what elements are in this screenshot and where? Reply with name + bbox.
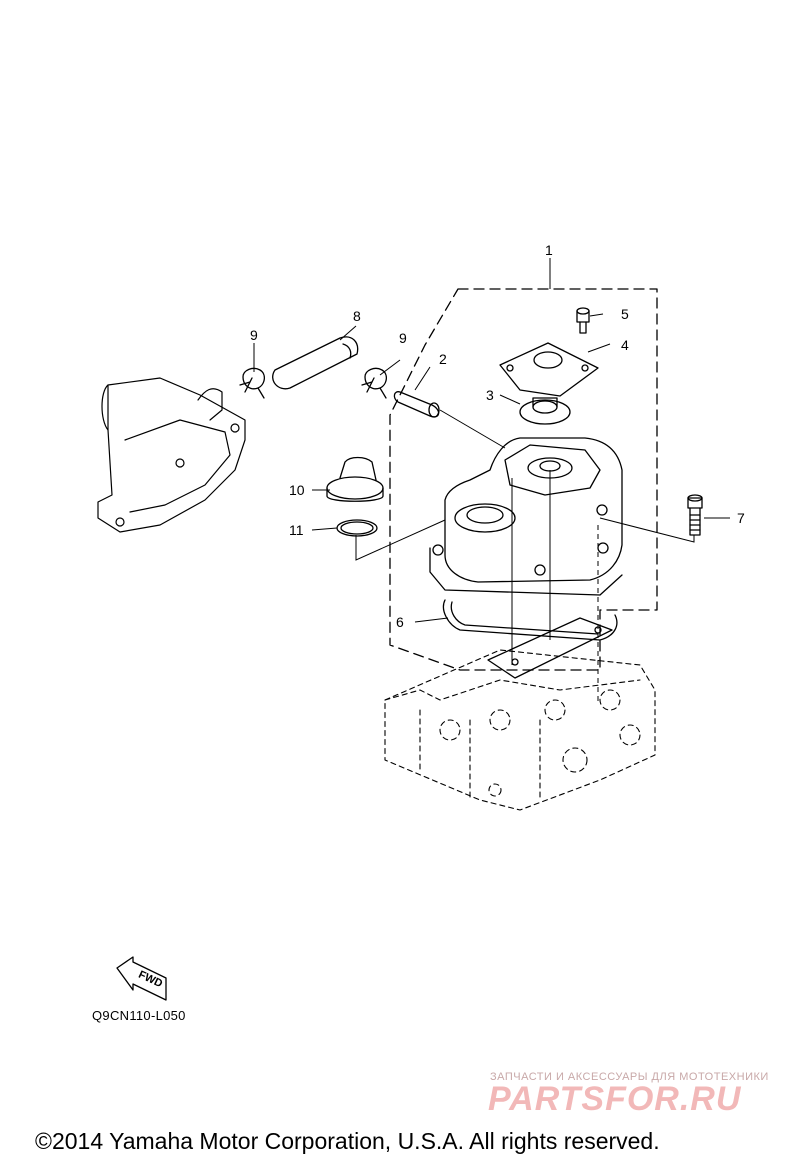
diagram-code: Q9CN110-L050	[92, 1008, 186, 1023]
callout-3: 3	[486, 387, 494, 403]
forward-arrow-icon	[116, 956, 167, 1001]
callout-9-left: 9	[250, 327, 258, 343]
callout-1: 1	[545, 242, 553, 258]
intake-housing	[97, 377, 246, 533]
callout-7: 7	[737, 510, 745, 526]
cover-gasket	[442, 599, 618, 641]
copyright-notice: ©2014 Yamaha Motor Corporation, U.S.A. A…	[35, 1128, 660, 1154]
breather-cover	[499, 342, 599, 397]
watermark-tagline: ЗАПЧАСТИ И АКСЕССУАРЫ ДЛЯ МОТОТЕХНИКИ	[490, 1071, 769, 1083]
hose-clamp-right	[361, 367, 387, 399]
assembly-boundary	[389, 288, 658, 671]
watermark-logo: PARTSFOR.RU	[488, 1080, 742, 1118]
callout-10: 10	[289, 482, 305, 498]
breather-pipe	[393, 391, 440, 418]
callout-6: 6	[396, 614, 404, 630]
cylinder-head-cover	[429, 437, 623, 596]
breather-hose	[272, 336, 359, 390]
callout-5: 5	[621, 306, 629, 322]
hose-clamp-left	[239, 367, 265, 399]
breather-valve	[519, 397, 571, 425]
callout-4: 4	[621, 337, 629, 353]
cylinder-head	[384, 649, 656, 811]
callout-2: 2	[439, 351, 447, 367]
o-ring	[336, 519, 378, 537]
oil-filler-cap	[326, 456, 384, 502]
bolt-7	[687, 494, 703, 536]
fwd-label: FWD	[137, 969, 165, 990]
leader-lines	[253, 258, 730, 705]
callout-9-right: 9	[399, 330, 407, 346]
bolt-5	[576, 307, 590, 334]
callout-8: 8	[353, 308, 361, 324]
callout-11: 11	[289, 522, 304, 538]
